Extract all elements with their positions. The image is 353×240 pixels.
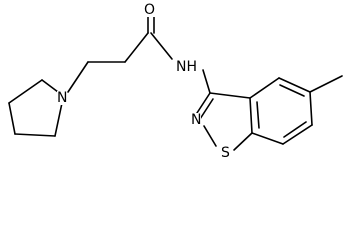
bond	[209, 92, 251, 99]
bond	[309, 91, 313, 126]
bond	[67, 61, 89, 93]
bond	[199, 98, 214, 120]
pyrrolidine-nitrogen-label: N	[57, 90, 68, 106]
bond	[279, 84, 305, 97]
amide-nh-label: NH	[176, 59, 197, 75]
bond	[54, 102, 63, 137]
bond-drawing	[8, 15, 343, 151]
chemical-structure: O NH N N S	[8, 2, 343, 161]
ring-nitrogen-label: N	[191, 112, 202, 128]
bond	[8, 102, 16, 135]
bond	[249, 97, 253, 134]
oxygen-label: O	[144, 2, 156, 18]
bond	[203, 125, 217, 147]
bond	[282, 124, 313, 145]
bond	[14, 133, 56, 137]
bond	[283, 121, 307, 138]
bond	[150, 32, 173, 60]
bond	[202, 69, 211, 94]
bond	[309, 75, 343, 93]
bond	[251, 132, 284, 145]
bond	[278, 77, 311, 93]
bond	[233, 132, 253, 151]
bond	[249, 77, 280, 99]
bond	[256, 101, 260, 129]
bond	[8, 79, 43, 104]
sulfur-label: S	[221, 145, 230, 161]
bond	[194, 92, 211, 117]
bond	[124, 32, 149, 63]
